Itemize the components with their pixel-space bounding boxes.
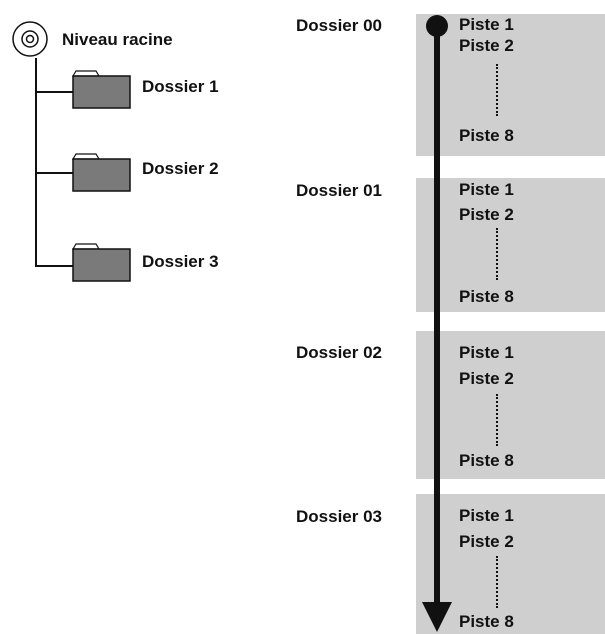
disc-icon xyxy=(12,21,48,57)
track-label: Piste 1 xyxy=(459,15,514,34)
track-label: Piste 1 xyxy=(459,180,514,199)
arrow-head-icon xyxy=(422,602,452,632)
group-label: Dossier 02 xyxy=(296,343,382,362)
tree-branch-line xyxy=(35,265,73,267)
track-label: Piste 2 xyxy=(459,369,514,388)
tree-branch-line xyxy=(35,91,73,93)
track-label: Piste 8 xyxy=(459,287,514,306)
track-group-box xyxy=(416,331,605,479)
arrow-shaft xyxy=(434,26,440,610)
track-label: Piste 2 xyxy=(459,532,514,551)
track-group-box xyxy=(416,178,605,312)
playback-arrow xyxy=(422,15,452,632)
folder-label: Dossier 2 xyxy=(142,159,219,178)
track-label: Piste 2 xyxy=(459,205,514,224)
ellipsis-dots xyxy=(496,394,498,446)
track-label: Piste 1 xyxy=(459,506,514,525)
folder-icon xyxy=(72,153,131,192)
track-label: Piste 1 xyxy=(459,343,514,362)
group-label: Dossier 03 xyxy=(296,507,382,526)
track-label: Piste 8 xyxy=(459,451,514,470)
ellipsis-dots xyxy=(496,556,498,608)
group-label: Dossier 01 xyxy=(296,181,382,200)
folder-label: Dossier 1 xyxy=(142,77,219,96)
ellipsis-dots xyxy=(496,64,498,116)
track-group-box xyxy=(416,14,605,156)
root-level-label: Niveau racine xyxy=(62,30,173,49)
track-label: Piste 8 xyxy=(459,126,514,145)
group-label: Dossier 00 xyxy=(296,16,382,35)
folder-label: Dossier 3 xyxy=(142,252,219,271)
tree-trunk-line xyxy=(35,58,37,267)
folder-icon xyxy=(72,243,131,282)
track-label: Piste 2 xyxy=(459,36,514,55)
folder-icon xyxy=(72,70,131,109)
tree-branch-line xyxy=(35,172,73,174)
track-label: Piste 8 xyxy=(459,612,514,631)
ellipsis-dots xyxy=(496,228,498,280)
